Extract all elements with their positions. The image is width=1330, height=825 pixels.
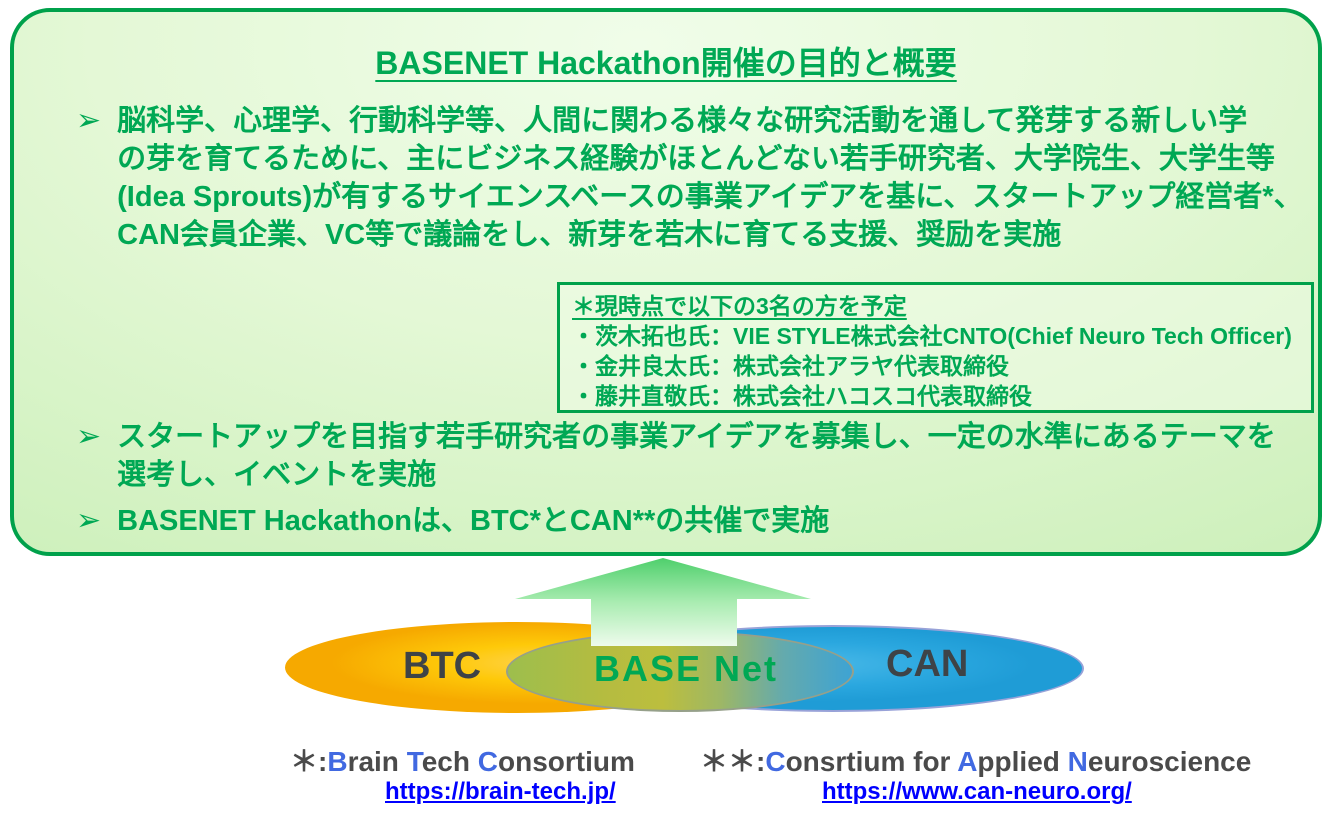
note-item: ・茨木拓也氏：VIE STYLE株式会社CNTO(Chief Neuro Tec…	[572, 323, 1292, 349]
up-arrow-icon	[515, 558, 811, 646]
mentors-note-box: ＊現時点で以下の3名の方を予定 ・茨木拓也氏：VIE STYLE株式会社CNTO…	[557, 282, 1314, 413]
bullet-line: BASENET Hackathonは、BTC*とCAN**の共催で実施	[117, 505, 830, 537]
bullet-line: 選考し、イベントを実施	[117, 459, 437, 491]
bullet-line: スタートアップを目指す若手研究者の事業アイデアを募集し、一定の水準にあるテーマを	[117, 421, 1276, 453]
bullet-line: CAN会員企業、VC等で議論をし、新芽を若木に育てる支援、奨励を実施	[117, 219, 1062, 251]
can-link[interactable]: https://www.can-neuro.org/	[822, 778, 1132, 805]
can-fullname-label: ＊＊:Consrtium for Applied Neuroscience	[700, 746, 1252, 777]
btc-label: BTC	[403, 645, 482, 687]
bullet-line: (Idea Sprouts)が有するサイエンスベースの事業アイデアを基に、スター…	[117, 181, 1303, 213]
note-heading: ＊現時点で以下の3名の方を予定	[572, 293, 907, 319]
bullet-text: 脳科学、心理学、行動科学等、人間に関わる様々な研究活動を通して発芽する新しい学 …	[117, 102, 1303, 254]
bullet-line: 脳科学、心理学、行動科学等、人間に関わる様々な研究活動を通して発芽する新しい学	[117, 105, 1248, 137]
btc-link[interactable]: https://brain-tech.jp/	[385, 778, 616, 805]
bullet-line: の芽を育てるために、主にビジネス経験がほとんどない若手研究者、大学院生、大学生等	[117, 143, 1275, 175]
note-item: ・金井良太氏：株式会社アラヤ代表取締役	[572, 353, 1009, 379]
btc-fullname-label: ＊:Brain Tech Consortium	[290, 746, 635, 777]
main-panel: BASENET Hackathon開催の目的と概要 ➢ 脳科学、心理学、行動科学…	[10, 8, 1322, 556]
arrow-bullet-icon: ➢	[76, 104, 102, 137]
arrow-bullet-icon: ➢	[76, 504, 102, 537]
bullet-item-purpose: ➢ 脳科学、心理学、行動科学等、人間に関わる様々な研究活動を通して発芽する新しい…	[76, 102, 1303, 254]
can-label: CAN	[886, 643, 969, 685]
bullet-text: スタートアップを目指す若手研究者の事業アイデアを募集し、一定の水準にあるテーマを…	[117, 418, 1276, 494]
note-item: ・藤井直敬氏：株式会社ハコスコ代表取締役	[572, 383, 1032, 409]
page-title: BASENET Hackathon開催の目的と概要	[375, 45, 957, 81]
bullet-text: BASENET Hackathonは、BTC*とCAN**の共催で実施	[117, 502, 829, 540]
arrow-bullet-icon: ➢	[76, 420, 102, 453]
bullet-item-cohost: ➢ BASENET Hackathonは、BTC*とCAN**の共催で実施	[76, 502, 829, 540]
basenet-label: BASE Net	[594, 648, 779, 689]
bullet-item-recruit: ➢ スタートアップを目指す若手研究者の事業アイデアを募集し、一定の水準にあるテー…	[76, 418, 1276, 494]
